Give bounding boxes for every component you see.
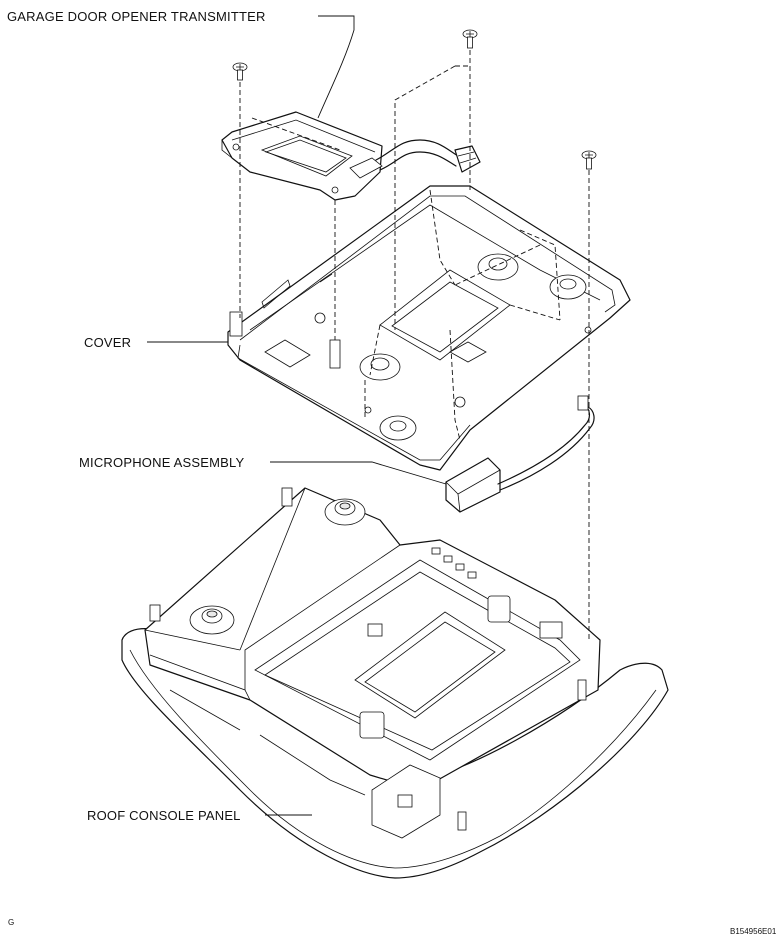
- garage-door-opener-transmitter: [221, 111, 481, 201]
- leader-transmitter: [317, 15, 355, 119]
- screw-left: [232, 62, 248, 81]
- screw-right: [581, 150, 597, 170]
- leader-lines: [147, 15, 447, 816]
- microphone-assembly: [445, 395, 595, 513]
- screw-center: [462, 29, 478, 49]
- leader-microphone: [270, 461, 447, 485]
- label-microphone: MICROPHONE ASSEMBLY: [79, 455, 245, 470]
- assembly-alignment-lines: [239, 50, 590, 640]
- label-transmitter: GARAGE DOOR OPENER TRANSMITTER: [7, 9, 266, 24]
- label-cover: COVER: [84, 335, 131, 350]
- figure-code: B154956E01: [730, 927, 777, 936]
- label-panel: ROOF CONSOLE PANEL: [87, 808, 241, 823]
- roof-console-panel: [121, 487, 669, 879]
- corner-mark: G: [8, 918, 14, 927]
- cover: [227, 185, 631, 471]
